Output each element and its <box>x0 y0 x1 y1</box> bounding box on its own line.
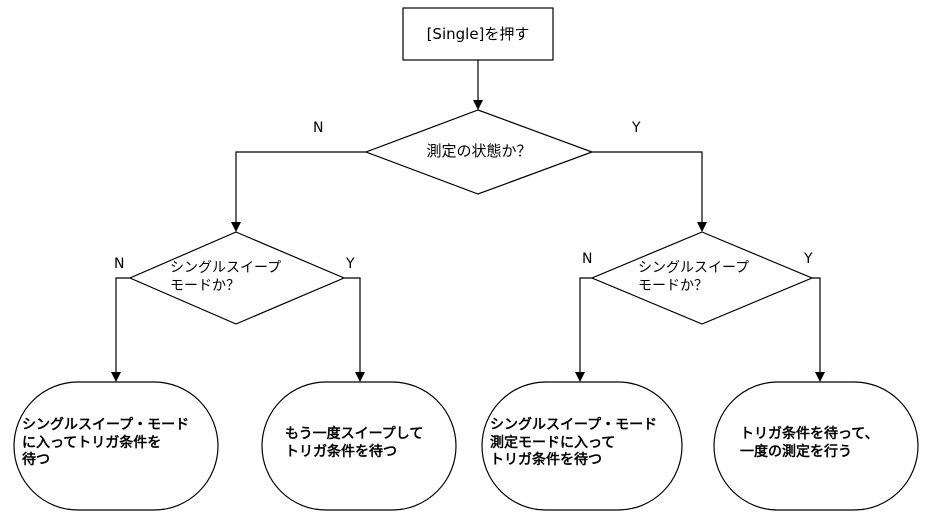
outcome-1-label: シングルスイープ・モード に入ってトリガ条件を 待つ <box>22 417 189 470</box>
outcome-1-line2: に入ってトリガ条件を <box>22 434 162 451</box>
decision-left-diamond <box>128 231 346 325</box>
decision-left-yes-label: Y <box>346 256 355 272</box>
decision-left-label: シングルスイープ モードか？ <box>170 260 281 295</box>
decision-right-label: シングルスイープ モードか？ <box>638 260 749 295</box>
decision-measuring-diamond <box>364 109 594 195</box>
outcome-1-box <box>13 381 219 511</box>
decision-right-line1: シングルスイープ <box>638 260 750 276</box>
connector-right-no <box>579 277 592 372</box>
arrowhead <box>473 100 483 110</box>
decision-left-line1: シングルスイープ <box>170 260 282 276</box>
decision-right-diamond <box>590 231 814 325</box>
arrowhead <box>815 372 825 382</box>
outcome-4-line1: トリガ条件を待って、 <box>740 426 879 442</box>
connector-measuring-yes <box>592 151 703 222</box>
connector-right-yes <box>812 277 821 372</box>
connector-left-no <box>115 277 130 372</box>
outcome-2-line2: トリガ条件を待つ <box>285 443 397 460</box>
outcome-3-line1: シングルスイープ・モード <box>490 417 658 433</box>
decision-measuring-label: 測定の状態か？ <box>426 142 532 160</box>
outcome-2-label: もう一度スイープして トリガ条件を待つ <box>285 426 423 461</box>
outcome-3-line2: 測定モードに入って <box>490 434 616 451</box>
start-label: [Single]を押す <box>426 25 530 43</box>
outcome-2-box <box>261 381 457 511</box>
outcome-3-label: シングルスイープ・モード 測定モードに入って トリガ条件を待つ <box>490 417 657 470</box>
decision-measuring-yes-label: Y <box>632 120 641 136</box>
outcome-1-line3: 待つ <box>22 452 50 468</box>
decision-left-no-label: N <box>114 256 125 272</box>
arrowhead <box>231 222 241 232</box>
arrowhead <box>355 372 365 382</box>
outcome-4-line2: 一度の測定を行う <box>740 443 852 460</box>
outcome-1-line1: シングルスイープ・モード <box>22 417 190 433</box>
decision-left-line2: モードか？ <box>170 277 240 294</box>
connector-measuring-no <box>235 151 366 222</box>
outcome-2-line1: もう一度スイープして <box>285 426 424 442</box>
arrowhead <box>697 222 707 232</box>
decision-right-yes-label: Y <box>804 251 813 267</box>
outcome-3-line3: トリガ条件を待つ <box>490 452 602 468</box>
decision-right-no-label: N <box>582 251 593 267</box>
outcome-4-label: トリガ条件を待って、 一度の測定を行う <box>740 426 879 461</box>
outcome-3-box <box>481 381 683 511</box>
connector-left-yes <box>344 277 361 372</box>
arrowhead <box>111 372 121 382</box>
start-box <box>402 7 554 61</box>
decision-measuring-no-label: N <box>313 120 324 136</box>
arrowhead <box>575 372 585 382</box>
outcome-4-box <box>713 381 919 511</box>
decision-right-line2: モードか？ <box>638 277 708 294</box>
